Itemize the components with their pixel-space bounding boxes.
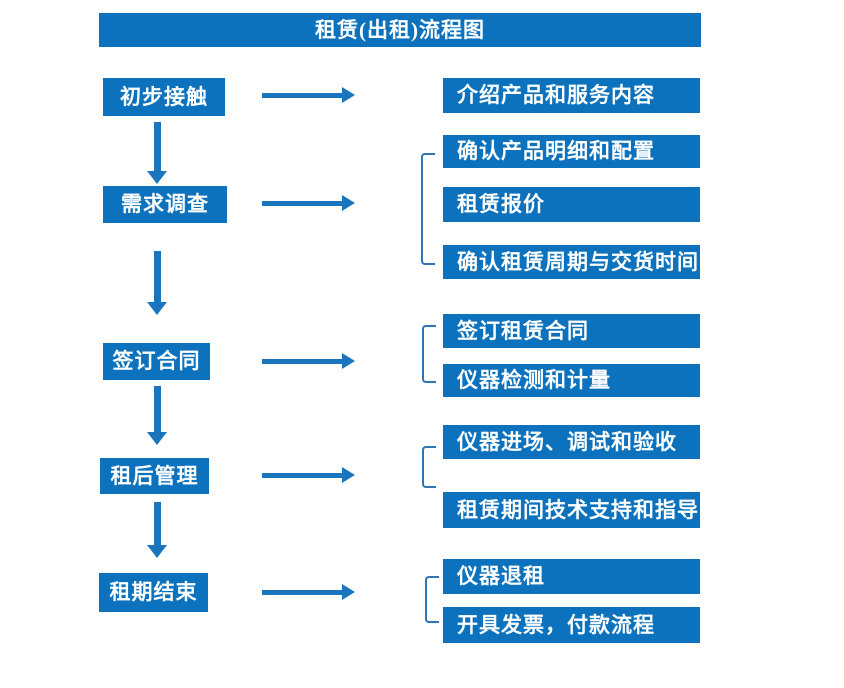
stage-box-demand-survey: 需求调查	[103, 186, 227, 223]
group-bracket-icon	[421, 153, 435, 265]
stage-box-rental-end: 租期结束	[99, 573, 208, 612]
down-arrow-icon	[147, 386, 167, 445]
stage-box-sign-contract: 签订合同	[103, 343, 210, 380]
detail-box-instrument-return: 仪器退租	[443, 559, 700, 594]
right-arrow-shaft	[262, 92, 342, 98]
down-arrow-shaft	[153, 386, 161, 432]
flowchart-title: 租赁(出租)流程图	[99, 13, 701, 47]
down-arrow-icon	[147, 251, 167, 315]
detail-box-sign-rental-contract: 签订租赁合同	[443, 314, 700, 348]
right-arrow-head	[342, 195, 355, 211]
right-arrow-shaft	[262, 358, 342, 364]
detail-box-rental-quotation: 租赁报价	[443, 187, 700, 222]
group-bracket-icon	[425, 576, 439, 623]
down-arrow-shaft	[153, 251, 161, 302]
down-arrow-head	[147, 302, 167, 315]
right-arrow-shaft	[262, 589, 342, 595]
down-arrow-shaft	[153, 122, 161, 171]
down-arrow-icon	[147, 122, 167, 184]
detail-box-instrument-setup-acceptance: 仪器进场、调试和验收	[443, 425, 700, 459]
right-arrow-icon	[262, 87, 355, 103]
down-arrow-head	[147, 545, 167, 558]
right-arrow-shaft	[262, 472, 342, 478]
down-arrow-shaft	[153, 502, 161, 545]
detail-box-tech-support: 租赁期间技术支持和指导	[443, 492, 700, 528]
right-arrow-icon	[262, 195, 355, 211]
group-bracket-icon	[422, 446, 436, 488]
detail-box-instrument-testing: 仪器检测和计量	[443, 364, 700, 397]
detail-box-invoice-payment: 开具发票，付款流程	[443, 607, 700, 643]
group-bracket-icon	[422, 325, 436, 383]
right-arrow-icon	[262, 353, 355, 369]
right-arrow-shaft	[262, 200, 342, 206]
down-arrow-head	[147, 171, 167, 184]
detail-box-introduce-products: 介绍产品和服务内容	[443, 78, 700, 113]
right-arrow-head	[342, 353, 355, 369]
down-arrow-icon	[147, 502, 167, 558]
detail-box-confirm-product-config: 确认产品明细和配置	[443, 135, 700, 168]
stage-box-post-rental-management: 租后管理	[100, 458, 209, 494]
stage-box-initial-contact: 初步接触	[103, 78, 225, 116]
right-arrow-icon	[262, 467, 355, 483]
right-arrow-head	[342, 584, 355, 600]
right-arrow-icon	[262, 584, 355, 600]
detail-box-confirm-period-delivery: 确认租赁周期与交货时间	[443, 245, 700, 279]
down-arrow-head	[147, 432, 167, 445]
right-arrow-head	[342, 87, 355, 103]
right-arrow-head	[342, 467, 355, 483]
